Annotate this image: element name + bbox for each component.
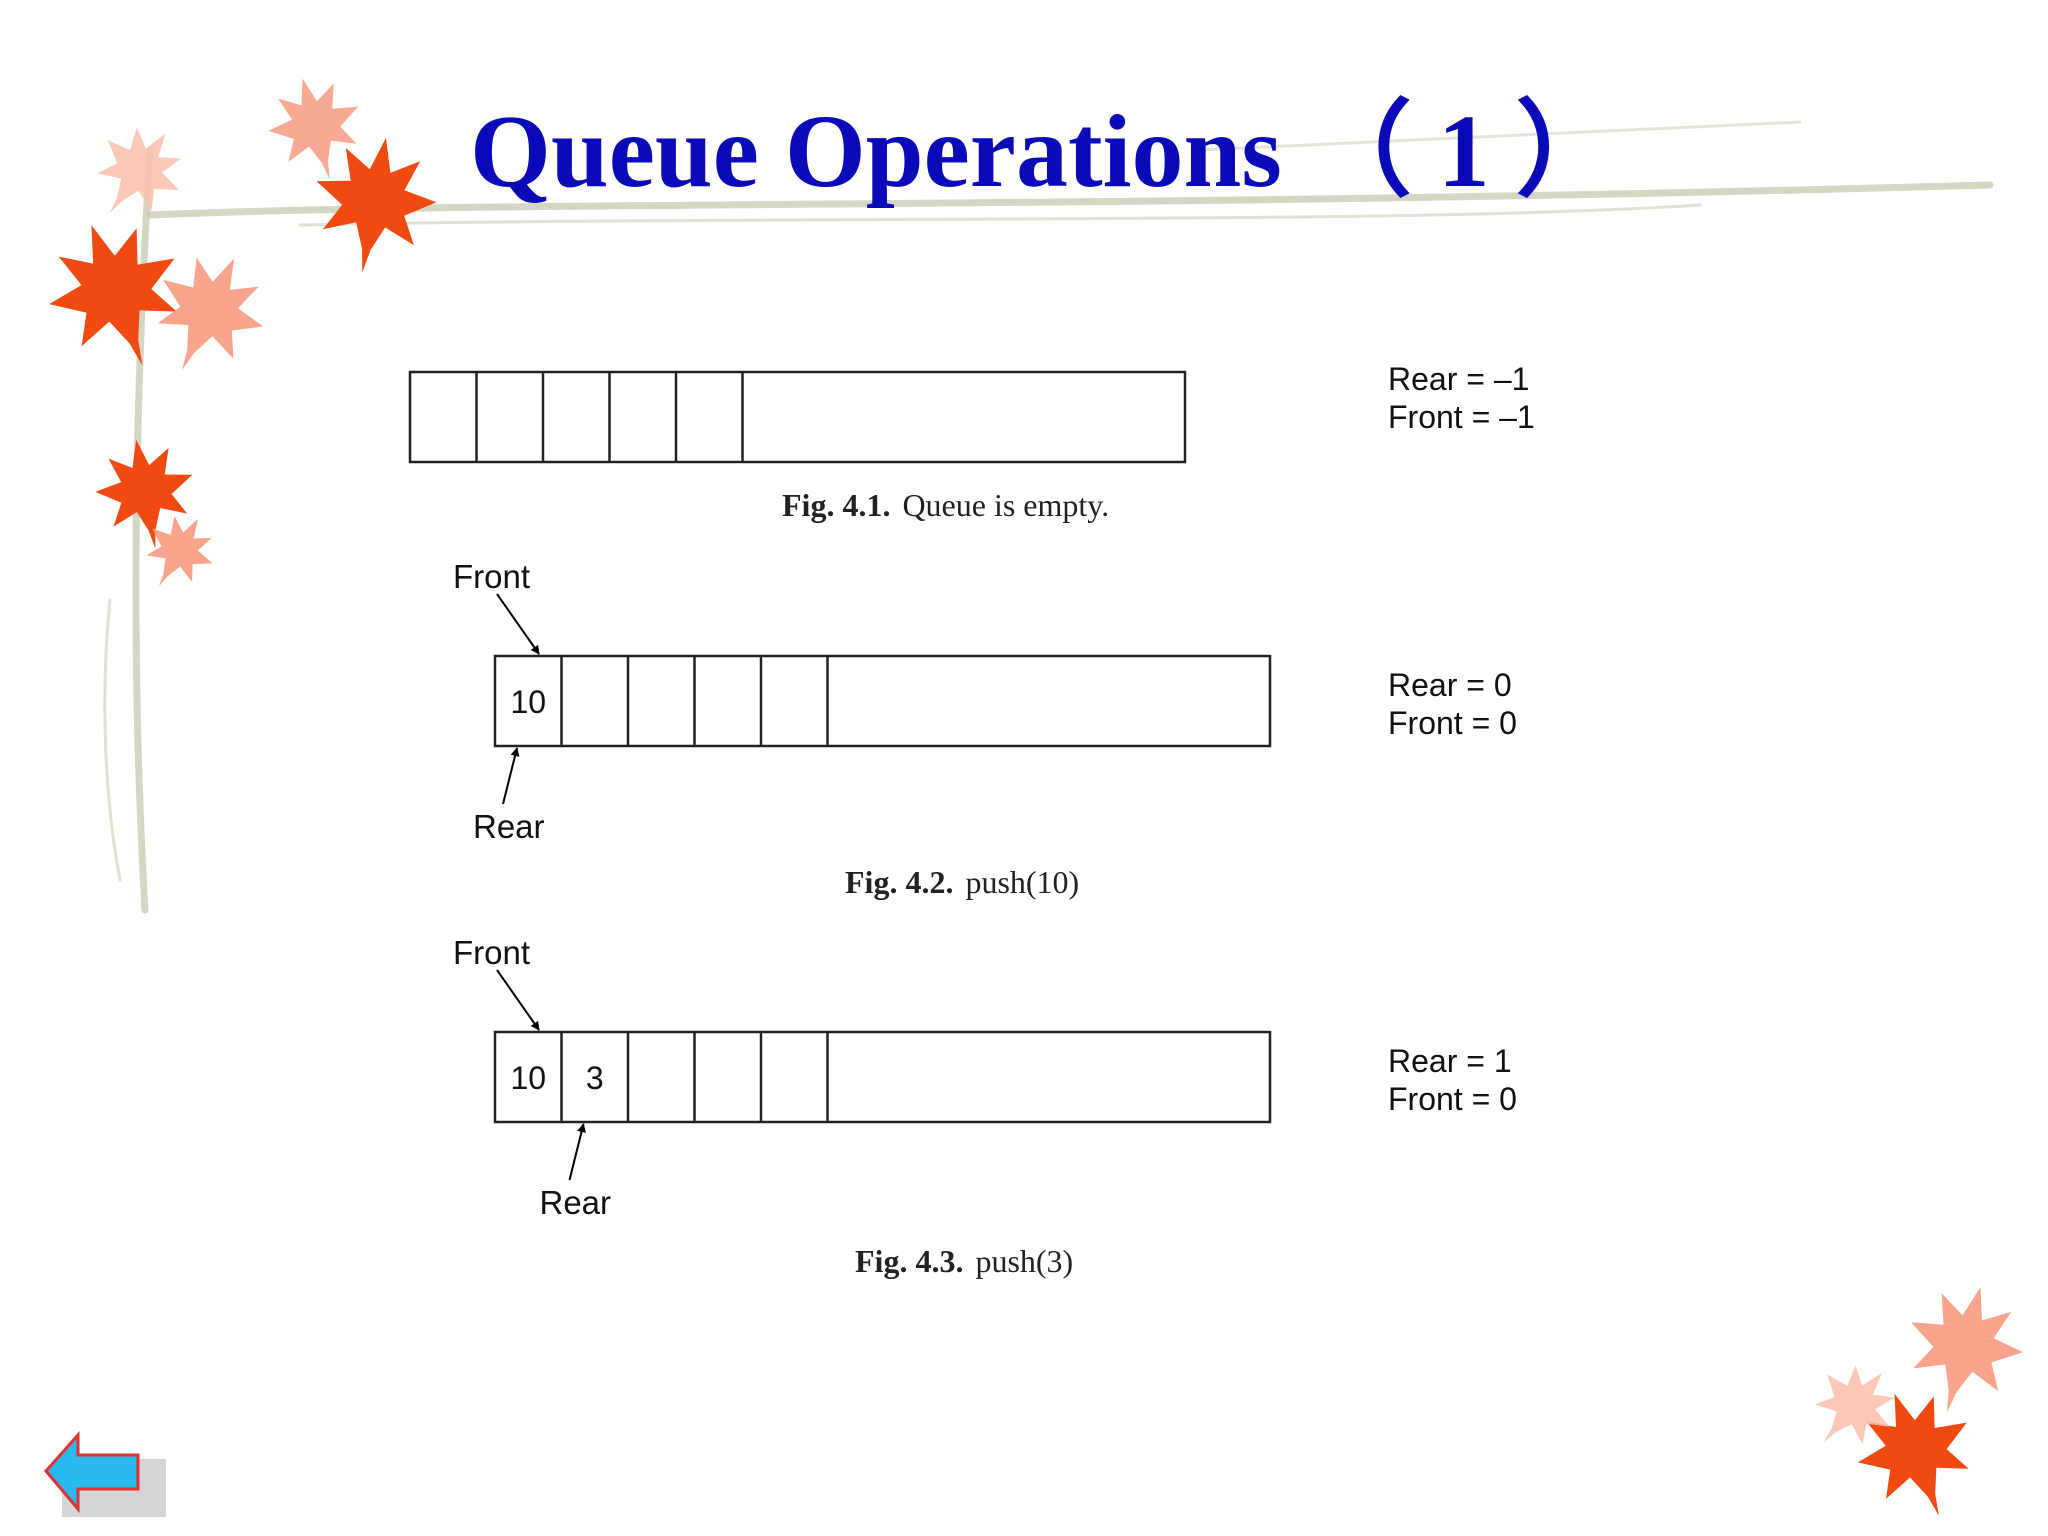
figure-caption: Fig. 4.2. push(10): [845, 864, 1079, 900]
front-state: Front = 0: [1388, 1081, 1517, 1117]
front-state: Front = 0: [1388, 705, 1517, 741]
queue-array: [493, 1030, 1272, 1124]
queue-array: [408, 370, 1187, 464]
cell-value: 3: [586, 1060, 604, 1096]
cell-value: 10: [510, 1060, 546, 1096]
rear-state: Rear = 1: [1388, 1043, 1512, 1079]
caption-number: Fig. 4.2.: [845, 864, 953, 900]
left-arrow-icon: [44, 1431, 140, 1514]
rear-arrow: [568, 1123, 586, 1181]
rear-label: Rear: [473, 808, 545, 845]
back-button[interactable]: [38, 1425, 168, 1521]
caption-number: Fig. 4.3.: [855, 1243, 963, 1279]
cell-value: 10: [510, 684, 546, 720]
slide-title: Queue Operations （ 1 ）: [470, 94, 1620, 209]
front-label: Front: [453, 934, 530, 971]
rear-state: Rear = –1: [1388, 361, 1529, 397]
front-arrow: [496, 593, 540, 655]
rear-arrow: [502, 747, 520, 805]
front-arrow: [496, 969, 540, 1031]
front-label: Front: [453, 558, 530, 595]
figure-caption: Fig. 4.1. Queue is empty.: [782, 487, 1109, 523]
rear-label: Rear: [540, 1184, 612, 1221]
rear-state: Rear = 0: [1388, 667, 1512, 703]
caption-number: Fig. 4.1.: [782, 487, 890, 523]
caption-text: Queue is empty.: [902, 487, 1109, 523]
queue-array: [493, 654, 1272, 748]
caption-text: push(10): [965, 864, 1079, 900]
front-state: Front = –1: [1388, 399, 1535, 435]
caption-text: push(3): [975, 1243, 1073, 1279]
figure-caption: Fig. 4.3. push(3): [855, 1243, 1073, 1279]
